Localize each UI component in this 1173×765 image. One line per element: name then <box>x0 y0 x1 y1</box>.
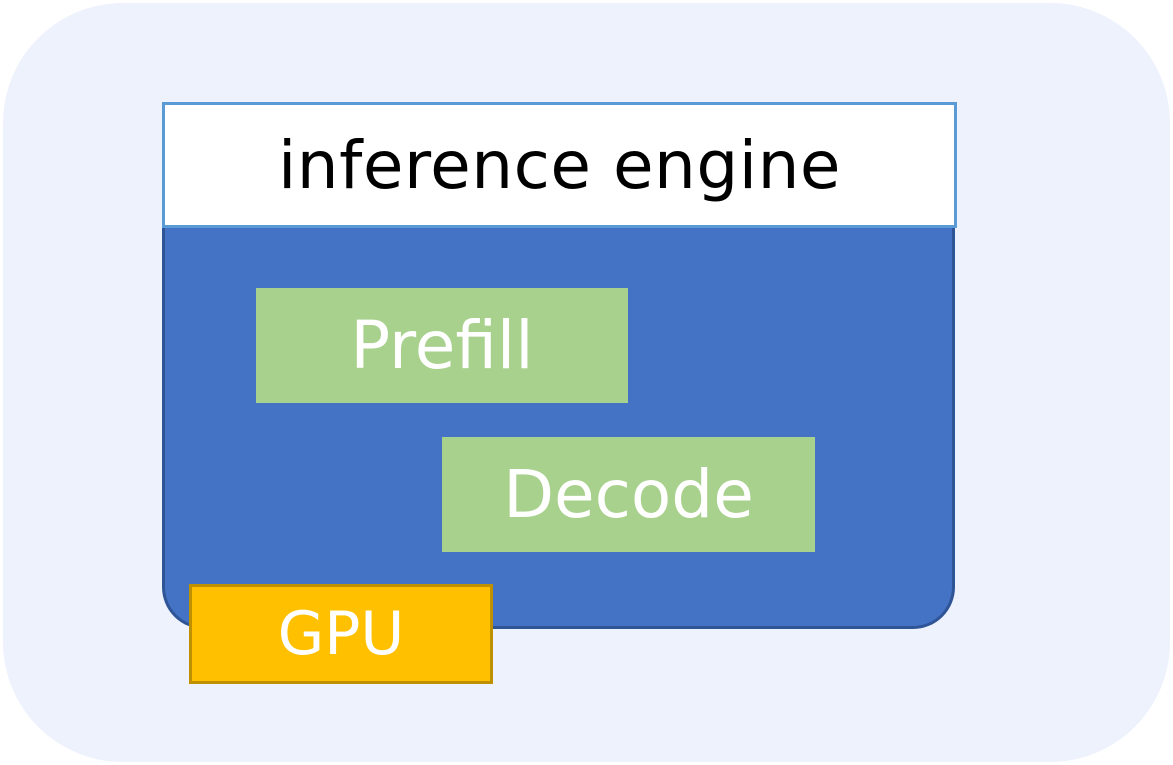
prefill-stage-box: Prefill <box>256 288 628 403</box>
inference-engine-label: inference engine <box>277 126 842 204</box>
decode-label: Decode <box>503 456 754 533</box>
gpu-box: GPU <box>189 584 493 684</box>
decode-stage-box: Decode <box>442 437 815 552</box>
gpu-label: GPU <box>277 599 405 669</box>
inference-engine-header: inference engine <box>162 102 957 228</box>
prefill-label: Prefill <box>350 307 534 384</box>
